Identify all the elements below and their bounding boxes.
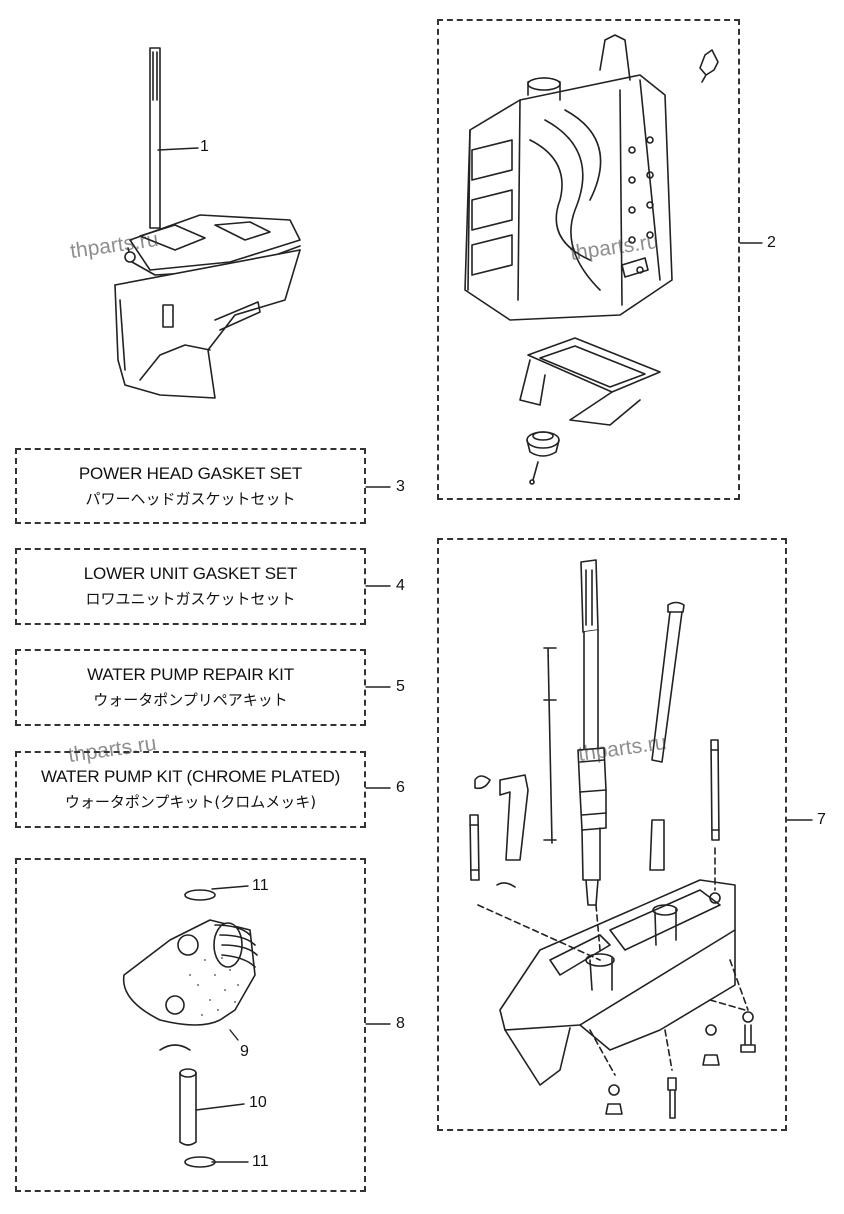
callout-5: 5 [396, 678, 405, 695]
callout-7: 7 [817, 811, 826, 828]
powerhead-group-box [437, 19, 740, 500]
callout-11-top: 11 [252, 877, 269, 894]
callout-10: 10 [249, 1094, 267, 1111]
kit-label-jp: ロワユニットガスケットセット [85, 590, 296, 608]
power-head-drawing [464, 34, 719, 485]
kit-label-jp: パワーヘッドガスケットセット [85, 489, 296, 508]
callout-4: 4 [396, 577, 405, 594]
kit-label-en: WATER PUMP REPAIR KIT [87, 665, 294, 684]
callout-11-bottom: 11 [252, 1153, 269, 1170]
callout-8: 8 [396, 1015, 405, 1032]
callout-6: 6 [396, 779, 405, 796]
power-head-gasket-set-box[interactable]: POWER HEAD GASKET SET パワーヘッドガスケットセット [15, 448, 366, 524]
water-pump-kit-chrome-box[interactable]: WATER PUMP KIT (CHROME PLATED) ウォータポンプキッ… [15, 751, 366, 828]
kit-label-en: WATER PUMP KIT (CHROME PLATED) [40, 767, 341, 786]
water-pump-repair-kit-box[interactable]: WATER PUMP REPAIR KIT ウォータポンプリペアキット [15, 649, 366, 726]
callout-3: 3 [396, 478, 405, 495]
callout-1: 1 [200, 138, 209, 155]
piston-set-drawing [122, 889, 258, 1168]
lower-case-group-box [437, 538, 787, 1131]
kit-label-jp: ウォータポンプリペアキット [93, 691, 288, 709]
driveshaft-housing-drawing [469, 559, 756, 1119]
kit-label-jp: ウォータポンプキット(クロムメッキ) [64, 793, 317, 811]
kit-label-en: LOWER UNIT GASKET SET [83, 564, 298, 583]
leader-lines [157, 147, 813, 1163]
callout-9: 9 [240, 1043, 249, 1060]
kit-label-en: POWER HEAD GASKET SET [78, 463, 303, 483]
lower-unit-drawing [114, 47, 301, 399]
lower-unit-gasket-set-box[interactable]: LOWER UNIT GASKET SET ロワユニットガスケットセット [15, 548, 366, 625]
piston-group-box [15, 858, 366, 1192]
callout-2: 2 [767, 234, 776, 251]
